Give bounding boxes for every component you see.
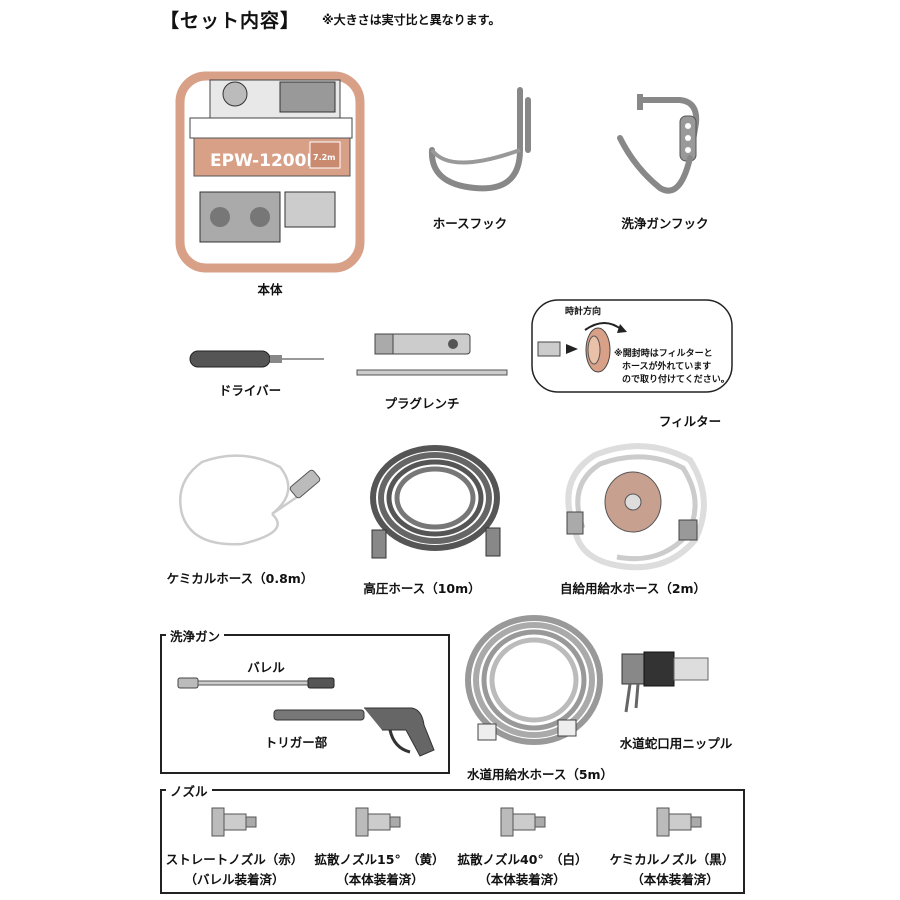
self-feed-hose-illustration (565, 443, 707, 571)
nozzle-15-name: 拡散ノズル15° （黄） (314, 852, 445, 867)
chemical-hose-label: ケミカルホース（0.8m） (166, 571, 314, 586)
nozzle-straight-status: （バレル装着済） (184, 872, 285, 887)
gun-hook-illustration (617, 94, 700, 194)
plug-wrench-label: プラグレンチ (384, 396, 460, 411)
filter-callout-illustration (531, 299, 733, 393)
high-pressure-hose-label: 高圧ホース（10m） (363, 581, 481, 596)
barrel-illustration (177, 677, 335, 689)
length-label: 7.2m (313, 153, 336, 162)
nozzle-chemical-status: （本体装着済） (631, 872, 719, 887)
filter-label: フィルター (658, 414, 722, 429)
nozzle-box (160, 789, 745, 894)
filter-direction-label: 時計方向 (565, 307, 602, 317)
wash-gun-box-title: 洗浄ガン (166, 626, 225, 645)
screwdriver-illustration (189, 350, 324, 368)
filter-note-line2: ホースが外れています (622, 362, 712, 372)
nozzle-15-status: （本体装着済） (336, 872, 424, 887)
screwdriver-label: ドライバー (218, 383, 282, 398)
nozzle-40-name: 拡散ノズル40° （白） (457, 852, 588, 867)
nozzle-straight-illustration (211, 807, 257, 837)
pressure-washer-illustration: EPW-1200D 7.2m (175, 71, 365, 273)
filter-note-line3: ので取り付けてください。 (622, 375, 730, 385)
chemical-hose-illustration (179, 454, 321, 546)
model-label: EPW-1200D (210, 151, 321, 171)
nozzle-box-title: ノズル (166, 781, 212, 800)
nozzle-40-status: （本体装着済） (478, 872, 566, 887)
gun-hook-label: 洗浄ガンフック (621, 216, 709, 231)
plug-wrench-illustration (356, 333, 508, 376)
main-unit-label: 本体 (257, 282, 283, 297)
trigger-label: トリガー部 (264, 735, 328, 750)
tap-hose-illustration (465, 615, 603, 745)
hose-hook-illustration (428, 87, 531, 192)
nozzle-chemical-illustration (656, 807, 702, 837)
trigger-gun-illustration (273, 707, 435, 757)
nozzle-15-illustration (355, 807, 401, 837)
tap-hose-label: 水道用給水ホース（5m） (466, 767, 614, 782)
nozzle-40-illustration (500, 807, 546, 837)
self-feed-hose-label: 自給用給水ホース（2m） (559, 581, 707, 596)
size-note: ※大きさは実寸比と異なります。 (322, 13, 501, 27)
page-title: 【セット内容】 (160, 10, 301, 32)
wash-gun-box (160, 634, 450, 774)
hose-hook-label: ホースフック (432, 216, 508, 231)
filter-note-line1: ※開封時はフィルターと (614, 349, 713, 359)
tap-nipple-label: 水道蛇口用ニップル (619, 736, 733, 751)
barrel-label: バレル (247, 660, 285, 675)
nozzle-chemical-name: ケミカルノズル（黒） (609, 852, 735, 867)
nozzle-straight-name: ストレートノズル（赤） (165, 852, 304, 867)
high-pressure-hose-illustration (370, 445, 501, 559)
tap-nipple-illustration (621, 651, 709, 713)
